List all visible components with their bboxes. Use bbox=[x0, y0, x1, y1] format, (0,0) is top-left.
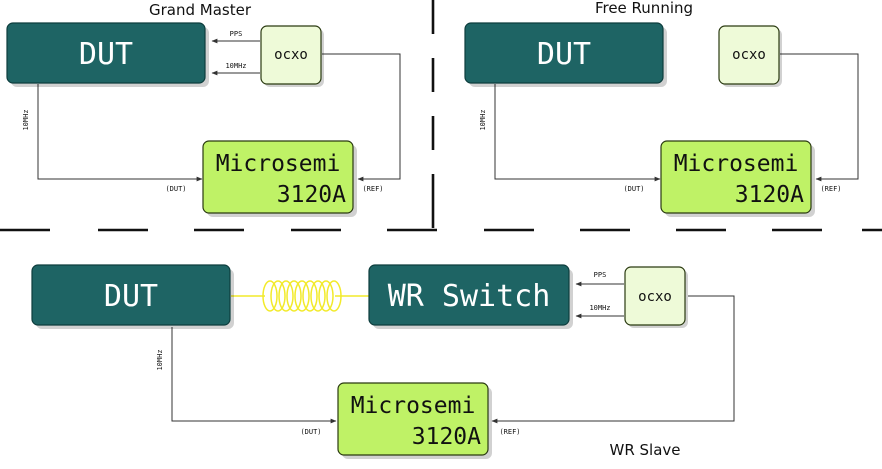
tenmhz-side-label: 10MHz bbox=[156, 349, 164, 370]
dut-to-microsemi-wire bbox=[37, 84, 203, 182]
separators bbox=[0, 0, 882, 232]
ocxo-label: ocxo bbox=[638, 289, 672, 305]
tenmhz-label: 10MHz bbox=[589, 304, 610, 312]
microsemi-box bbox=[660, 140, 812, 214]
dut-to-microsemi-wire bbox=[171, 327, 337, 424]
ocxo-box bbox=[718, 25, 780, 85]
dut-label: DUT bbox=[537, 37, 591, 72]
microsemi-label-line2: 3120A bbox=[277, 182, 346, 208]
tenmhz-side-label: 10MHz bbox=[479, 109, 487, 130]
panel-grand-master: Grand Master PPS 10MHz 10MHz (DUT) (REF)… bbox=[6, 1, 401, 217]
ref-port-label: (REF) bbox=[362, 185, 383, 193]
microsemi-label-line2: 3120A bbox=[412, 424, 481, 450]
microsemi-label-line1: Microsemi bbox=[216, 151, 341, 177]
microsemi-label-line1: Microsemi bbox=[674, 151, 799, 177]
ref-port-label: (REF) bbox=[820, 185, 841, 193]
dut-port-label: (DUT) bbox=[165, 185, 186, 193]
panel-title: WR Slave bbox=[609, 441, 680, 459]
panel-title: Free Running bbox=[595, 0, 693, 17]
dut-box bbox=[464, 22, 664, 84]
tenmhz-side-label: 10MHz bbox=[22, 109, 30, 130]
ocxo-box bbox=[260, 25, 322, 85]
panel-free-running: Free Running 10MHz (DUT) (REF) DUT ocxo … bbox=[464, 0, 859, 217]
dut-box bbox=[6, 22, 206, 84]
microsemi-box bbox=[337, 382, 489, 456]
ocxo-label: ocxo bbox=[274, 47, 308, 63]
microsemi-label-line2: 3120A bbox=[735, 182, 804, 208]
ocxo-to-microsemi-wire bbox=[491, 295, 735, 424]
panel-title: Grand Master bbox=[149, 1, 252, 19]
wr-switch-box bbox=[368, 264, 570, 326]
microsemi-label-line1: Microsemi bbox=[351, 393, 476, 419]
tenmhz-label: 10MHz bbox=[225, 62, 246, 70]
panel-wr-slave: WR Slave PPS 10MHz 10MHz (DUT) (REF) DUT bbox=[31, 264, 735, 459]
microsemi-box bbox=[202, 140, 354, 214]
dut-port-label: (DUT) bbox=[623, 185, 644, 193]
ocxo-label: ocxo bbox=[732, 47, 766, 63]
fiber-coil bbox=[231, 280, 369, 312]
dut-to-microsemi-wire bbox=[494, 84, 661, 182]
ref-port-label: (REF) bbox=[499, 428, 520, 436]
pps-label: PPS bbox=[594, 271, 607, 279]
dut-label: DUT bbox=[104, 279, 158, 314]
dut-box bbox=[31, 264, 231, 326]
wr-switch-label: WR Switch bbox=[388, 279, 551, 314]
ocxo-box bbox=[624, 266, 686, 326]
pps-label: PPS bbox=[230, 30, 243, 38]
dut-port-label: (DUT) bbox=[300, 428, 321, 436]
ocxo-to-microsemi-wire bbox=[322, 53, 401, 182]
dut-label: DUT bbox=[79, 37, 133, 72]
ocxo-to-microsemi-wire bbox=[780, 53, 859, 182]
